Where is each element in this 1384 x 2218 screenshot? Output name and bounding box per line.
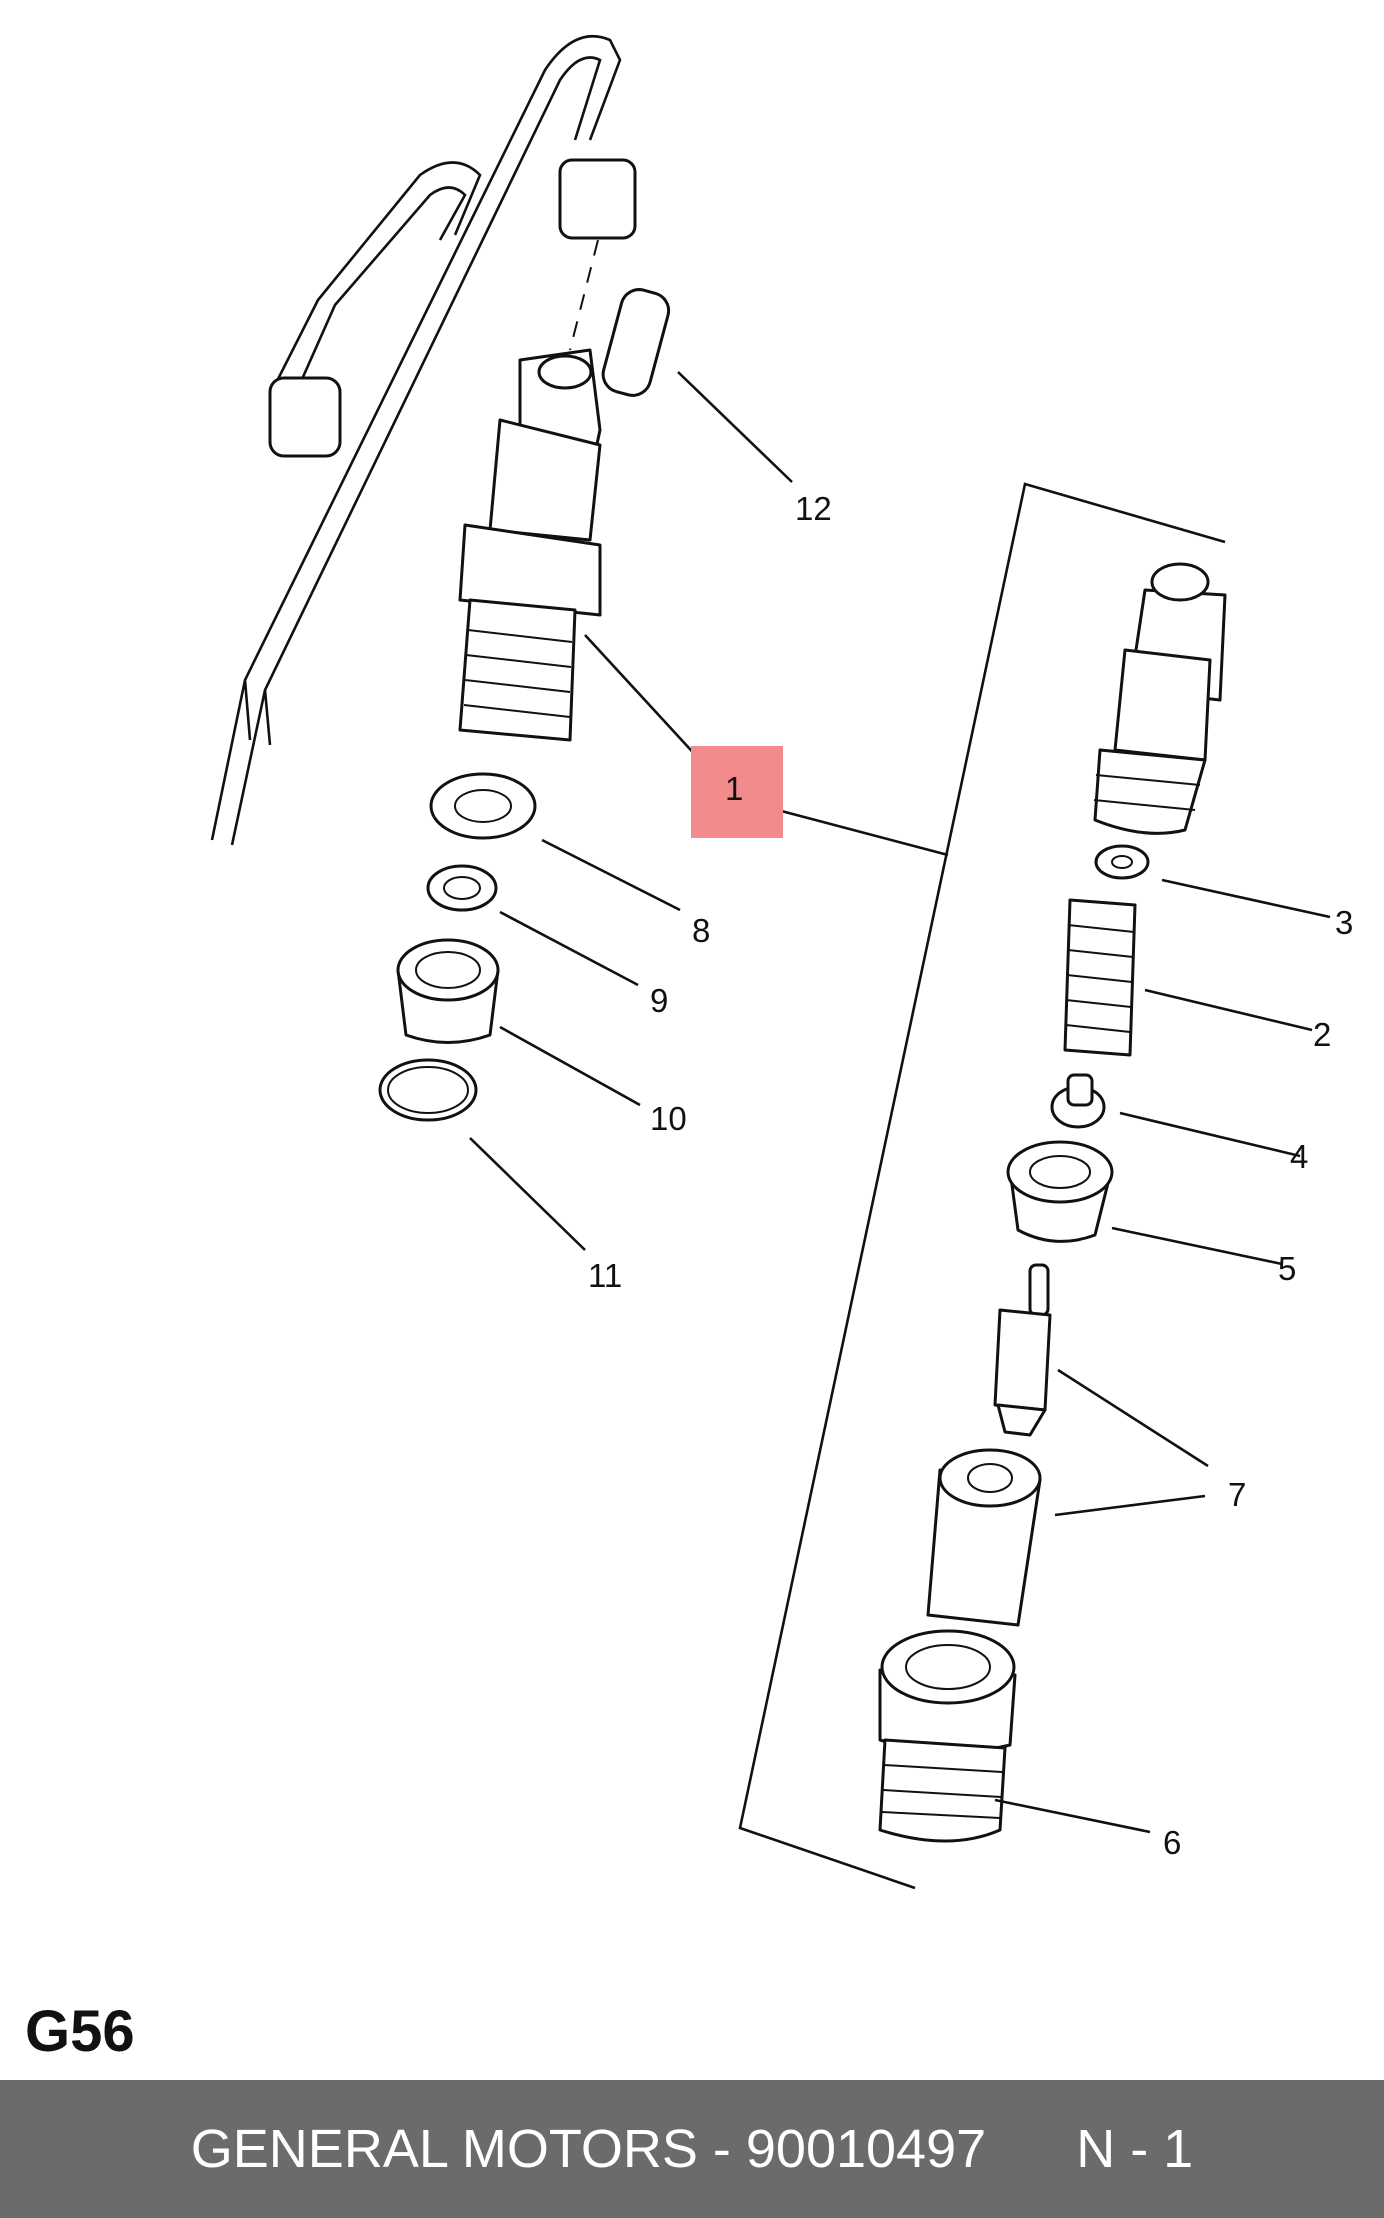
callout-1[interactable]: 1 (725, 770, 744, 807)
callout-11[interactable]: 11 (588, 1257, 623, 1294)
callout-8[interactable]: 8 (692, 912, 711, 949)
callout-7[interactable]: 7 (1228, 1476, 1247, 1513)
part-8-washer-icon (429, 772, 681, 912)
footer-suffix: N - 1 (1076, 2119, 1194, 2179)
footer-sep (698, 2118, 713, 2180)
pipe-nut-left-icon (268, 376, 342, 458)
part-11-oring-icon (378, 1058, 586, 1251)
footer-separator: - (712, 2119, 731, 2179)
page-code: G56 (25, 1999, 135, 2064)
callout-1-highlight (691, 746, 783, 838)
footer-brand: GENERAL MOTORS (190, 2119, 698, 2179)
part-6-nozzle-nut-icon (878, 1629, 1151, 1843)
part-9-washer-icon (426, 864, 639, 987)
part-4-spring-seat-icon (1050, 1073, 1301, 1158)
callout-10[interactable]: 10 (650, 1100, 687, 1137)
footer-bar: GENERAL MOTORS - 90010497 N - 1 (0, 2080, 1384, 2218)
callout-2[interactable]: 2 (1313, 1016, 1332, 1053)
footer-gap (986, 2118, 1076, 2180)
part-2-spring-icon (1063, 898, 1313, 1057)
assembly-bracket (738, 482, 1226, 1890)
callout-4[interactable]: 4 (1290, 1138, 1309, 1175)
part-1-injector-exploded-icon (1093, 562, 1227, 835)
part-5-nozzle-holder-icon (1006, 1140, 1283, 1266)
callout-12[interactable]: 12 (795, 490, 832, 527)
pipe-nut-top-icon (558, 158, 637, 240)
callout-3[interactable]: 3 (1335, 904, 1354, 941)
part-10-sleeve-icon (396, 938, 641, 1107)
callout-6[interactable]: 6 (1163, 1824, 1182, 1861)
callout-5[interactable]: 5 (1278, 1250, 1297, 1287)
footer-part-number: 90010497 (745, 2119, 987, 2179)
part-3-shim-icon (1094, 844, 1331, 919)
footer-sep2 (731, 2118, 746, 2180)
callout-9[interactable]: 9 (650, 982, 669, 1019)
exploded-parts-diagram (210, 35, 1331, 1890)
fuel-pipes (210, 35, 637, 846)
part-1-injector-icon (458, 348, 701, 761)
part-12-pin-icon (601, 288, 793, 483)
part-7-nozzle-assembly-icon (926, 1263, 1209, 1627)
